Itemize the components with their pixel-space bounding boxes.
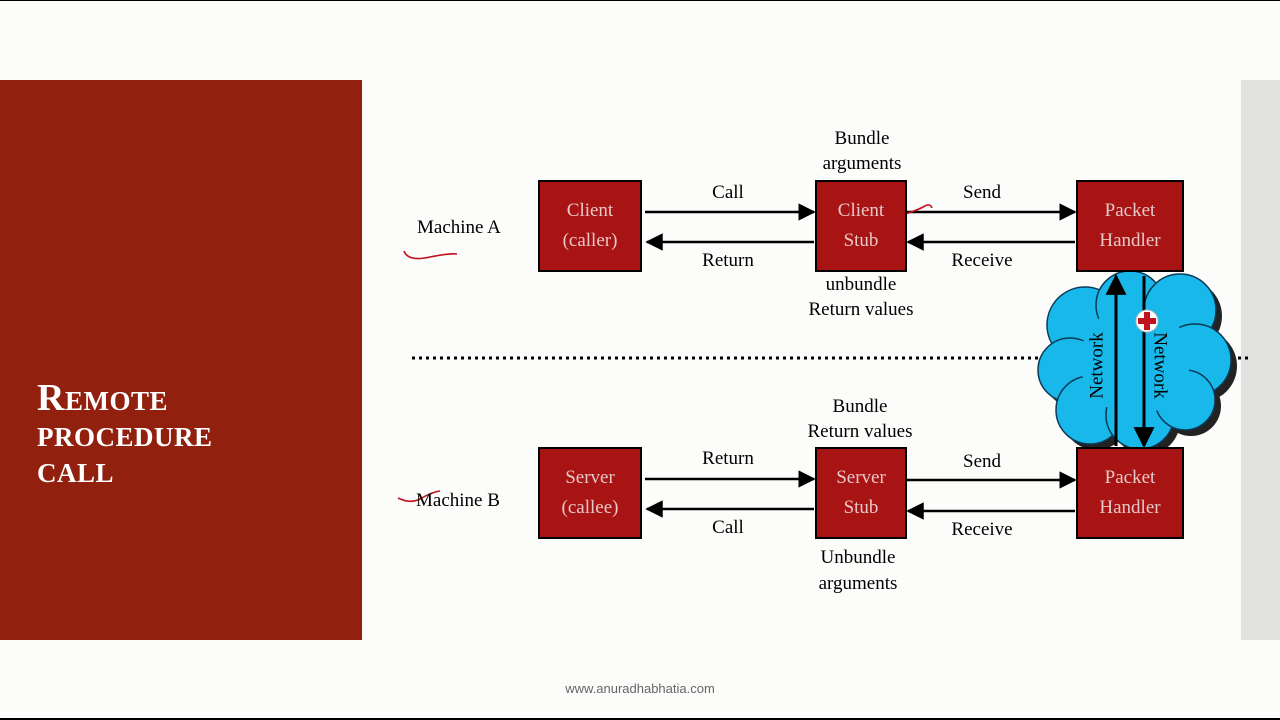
- client-box-line-2: (caller): [562, 230, 618, 251]
- label-unbundle-arguments-2: arguments: [818, 573, 898, 594]
- label-unbundle-return-1: unbundle: [825, 274, 897, 295]
- label-bundle-arguments-1: Bundle: [834, 128, 890, 149]
- handler-bottom-line-2: Handler: [1099, 497, 1161, 518]
- title-line-2: PROCEDURE: [37, 422, 213, 452]
- packet-handler-bottom-box: Packet Handler: [1076, 447, 1184, 539]
- footer-url: www.anuradhabhatia.com: [565, 681, 715, 696]
- title-initial: R: [37, 377, 65, 419]
- server-stub-line-2: Stub: [843, 497, 879, 518]
- label-call-bottom: Call: [712, 517, 744, 538]
- pen-mark-client-stub: [904, 204, 933, 215]
- client-stub-line-1: Client: [837, 200, 885, 221]
- server-stub-box: Server Stub: [815, 447, 907, 539]
- label-call-top: Call: [712, 182, 744, 203]
- server-callee-box: Server (callee): [538, 447, 642, 539]
- bottom-border: [0, 718, 1280, 720]
- title-line-3: CALL: [37, 458, 115, 488]
- packet-handler-top-box: Packet Handler: [1076, 180, 1184, 272]
- server-stub-line-1: Server: [836, 467, 886, 488]
- network-label-up: Network: [1086, 332, 1108, 399]
- cloud-core: [1080, 305, 1190, 415]
- label-return-top: Return: [702, 250, 754, 271]
- label-send-bottom: Send: [963, 451, 1001, 472]
- label-bundle-return-1: Bundle: [832, 396, 888, 417]
- client-stub-box: Client Stub: [815, 180, 907, 272]
- label-receive-top: Receive: [951, 250, 1013, 271]
- label-unbundle-arguments-1: Unbundle: [820, 547, 896, 568]
- right-edge-strip: [1241, 80, 1280, 640]
- server-box-line-1: Server: [565, 467, 615, 488]
- title-panel: REMOTE PROCEDURE CALL: [0, 80, 362, 640]
- handler-top-line-1: Packet: [1104, 200, 1156, 221]
- client-caller-box: Client (caller): [538, 180, 642, 272]
- pen-underline-machine-a: [403, 250, 458, 260]
- machine-a-label: Machine A: [417, 217, 501, 238]
- pen-cursor-icon: [1135, 309, 1159, 333]
- handler-top-line-2: Handler: [1099, 230, 1161, 251]
- label-bundle-arguments-2: arguments: [822, 153, 902, 174]
- label-unbundle-return-2: Return values: [808, 299, 914, 320]
- title-word-1: EMOTE: [64, 386, 168, 416]
- slide-title: REMOTE PROCEDURE CALL: [37, 377, 213, 491]
- client-stub-line-2: Stub: [843, 230, 879, 251]
- network-label-down: Network: [1149, 332, 1171, 399]
- machine-b-label: Machine B: [416, 490, 500, 511]
- top-border: [0, 0, 1280, 1]
- label-bundle-return-2: Return values: [807, 421, 913, 442]
- label-send-top: Send: [963, 182, 1001, 203]
- label-receive-bottom: Receive: [951, 519, 1013, 540]
- pen-tick-machine-b: [397, 490, 441, 503]
- title-line-1: REMOTE: [37, 377, 213, 419]
- handler-bottom-line-1: Packet: [1104, 467, 1156, 488]
- label-return-bottom: Return: [702, 448, 754, 469]
- client-box-line-1: Client: [566, 200, 614, 221]
- server-box-line-2: (callee): [561, 497, 619, 518]
